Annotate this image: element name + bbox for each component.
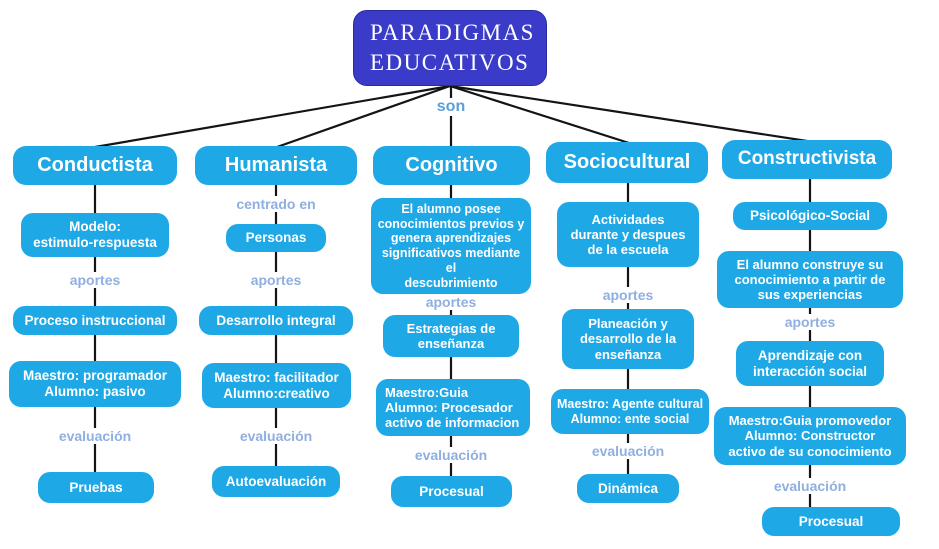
edge-root-humanista bbox=[276, 84, 451, 149]
edge-root-sociocultural bbox=[449, 84, 630, 145]
concept-node: Maestro: facilitador Alumno:creativo bbox=[202, 363, 351, 408]
concept-node: Desarrollo integral bbox=[199, 306, 353, 335]
header-conductista: Conductista bbox=[13, 146, 177, 185]
concept-node: Procesual bbox=[762, 507, 900, 536]
concept-node: El alumno construye su conocimiento a pa… bbox=[717, 251, 903, 308]
header-humanista: Humanista bbox=[195, 146, 357, 185]
header-constructivista: Constructivista bbox=[722, 140, 892, 179]
root-node: PARADIGMAS EDUCATIVOS bbox=[353, 10, 547, 86]
concept-node: Personas bbox=[226, 224, 326, 252]
concept-node: Planeación y desarrollo de la enseñanza bbox=[562, 309, 694, 369]
link-label-aportes: aportes bbox=[63, 272, 127, 288]
edge-root-conductista bbox=[94, 84, 451, 149]
link-label-evaluacion: evaluación bbox=[52, 428, 138, 444]
link-label-evaluacion: evaluación bbox=[408, 447, 494, 463]
link-label-aportes: aportes bbox=[244, 272, 308, 288]
concept-node: Estrategias de enseñanza bbox=[383, 315, 519, 357]
link-label-evaluacion: evaluación bbox=[233, 428, 319, 444]
header-cognitivo: Cognitivo bbox=[373, 146, 530, 185]
root-link-label: son bbox=[430, 98, 472, 116]
link-label-evaluacion: evaluación bbox=[585, 443, 671, 459]
link-label-aportes: aportes bbox=[596, 287, 660, 303]
concept-node: Maestro: programador Alumno: pasivo bbox=[9, 361, 181, 407]
link-label-aportes: aportes bbox=[419, 294, 483, 310]
link-label-centrado-en: centrado en bbox=[230, 196, 322, 212]
concept-node: Dinámica bbox=[577, 474, 679, 503]
concept-node: Maestro:Guia promovedor Alumno: Construc… bbox=[714, 407, 906, 465]
link-label-aportes: aportes bbox=[778, 314, 842, 330]
concept-node: Maestro: Agente cultural Alumno: ente so… bbox=[551, 389, 709, 434]
concept-node: Procesual bbox=[391, 476, 512, 507]
concept-node: Aprendizaje con interacción social bbox=[736, 341, 884, 386]
concept-node: Modelo: estimulo-respuesta bbox=[21, 213, 169, 257]
concept-node: Psicológico-Social bbox=[733, 202, 887, 230]
concept-node: Actividades durante y despues de la escu… bbox=[557, 202, 699, 267]
edge-root-constructivista bbox=[449, 84, 808, 143]
concept-node: Autoevaluación bbox=[212, 466, 340, 497]
concept-node: Maestro:Guia Alumno: Procesador activo d… bbox=[376, 379, 530, 436]
concept-node: El alumno posee conocimientos previos y … bbox=[371, 198, 531, 294]
concept-node: Pruebas bbox=[38, 472, 154, 503]
concept-node: Proceso instruccional bbox=[13, 306, 177, 335]
link-label-evaluacion: evaluación bbox=[767, 478, 853, 494]
header-sociocultural: Sociocultural bbox=[546, 142, 708, 183]
